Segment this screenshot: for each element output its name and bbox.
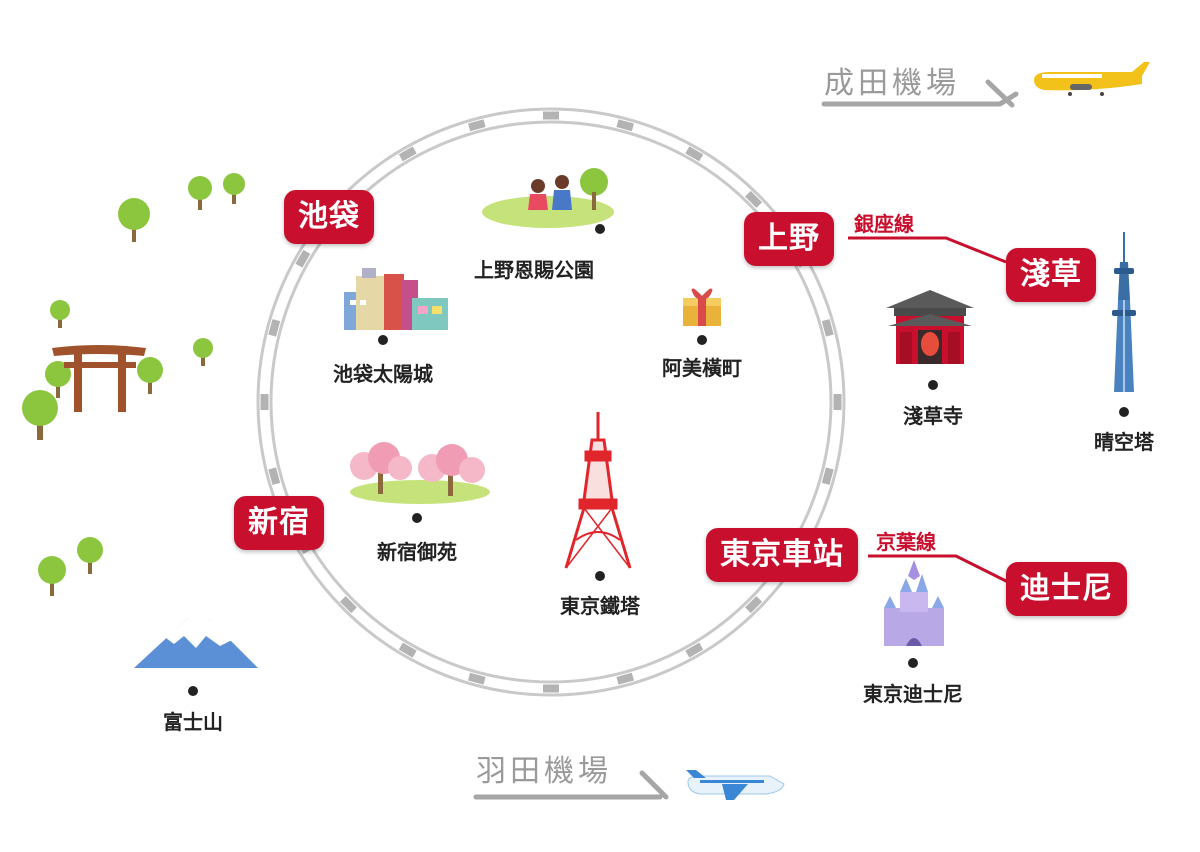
station-ikebukuro[interactable]: 池袋: [284, 190, 374, 244]
picnic-icon: [482, 168, 614, 228]
rail-tie: [821, 467, 834, 485]
station-shinjuku[interactable]: 新宿: [234, 496, 324, 550]
rail-tie: [468, 672, 486, 685]
narita-airport-label: 成田機場: [824, 66, 960, 101]
tokyo-tower-icon: [564, 412, 632, 569]
cherry-blossom-icon: [350, 442, 490, 504]
ginza-line: [848, 236, 1007, 264]
landmark-fuji: 富士山: [163, 710, 223, 734]
airplane-icon: [1034, 62, 1150, 96]
station-disney[interactable]: 迪士尼: [1006, 562, 1127, 616]
airplane-icon: [686, 770, 785, 800]
landmark-tokyo-disney: 東京迪士尼: [863, 682, 963, 706]
landmark-skytree: 晴空塔: [1094, 430, 1154, 454]
rail-tie: [543, 684, 559, 693]
landmark-tokyo-tower: 東京鐵塔: [560, 594, 640, 618]
temple-gate-icon: [886, 290, 974, 364]
keiyo-line: [868, 554, 1009, 584]
mount-fuji-icon: [134, 618, 258, 668]
line-label-keiyo: 京葉線: [876, 530, 936, 554]
station-tokyo[interactable]: 東京車站: [706, 528, 858, 582]
rail-tie: [821, 319, 834, 337]
landmark-ueno-park: 上野恩賜公園: [474, 258, 594, 282]
rail-tie: [833, 394, 842, 410]
rail-tie: [685, 146, 704, 162]
location-dots: [188, 224, 1129, 696]
rail-tie: [616, 672, 634, 685]
torii-icon: [52, 345, 146, 412]
rail-tie: [745, 596, 763, 614]
rail-tie: [260, 394, 269, 410]
rail-tie: [745, 190, 763, 208]
landmark-sunshine-city: 池袋太陽城: [333, 362, 433, 386]
narita-arrow: [821, 91, 1019, 107]
yamanote-loop: [256, 107, 846, 697]
rail-tie: [339, 596, 357, 614]
haneda-airport-label: 羽田機場: [476, 754, 612, 789]
landmark-ameyoko: 阿美橫町: [662, 356, 742, 380]
rail-tie: [398, 146, 417, 162]
landmark-sensoji: 淺草寺: [903, 404, 963, 428]
rail-tie: [398, 642, 417, 658]
rail-tie: [685, 642, 704, 658]
station-asakusa[interactable]: 淺草: [1006, 248, 1096, 302]
rail-tie: [543, 111, 559, 120]
gift-icon: [683, 288, 721, 326]
building-icon: [344, 268, 448, 330]
landmark-gyoen: 新宿御苑: [377, 540, 457, 564]
line-label-ginza: 銀座線: [854, 212, 914, 236]
castle-icon: [884, 560, 944, 646]
station-ueno[interactable]: 上野: [744, 212, 834, 266]
tree-icon: [22, 173, 245, 596]
rail-tie: [295, 249, 311, 268]
skytree-icon: [1112, 232, 1136, 392]
